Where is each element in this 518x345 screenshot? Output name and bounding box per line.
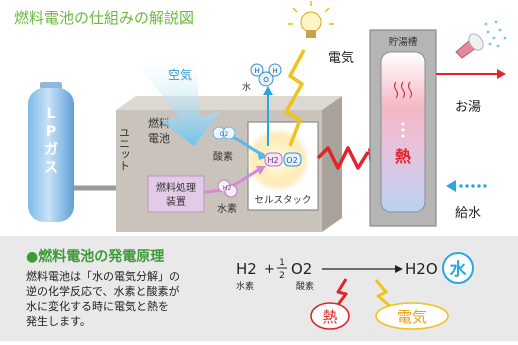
heat-badge-text: 熱 — [322, 308, 337, 326]
cell-stack-label: セルスタック — [254, 195, 311, 206]
eq-electric-zigzag — [374, 279, 391, 308]
gas-label-l: L — [47, 106, 56, 122]
o2-in-text: O2 — [220, 131, 229, 138]
hot-water-label: お湯 — [455, 100, 481, 115]
h2-molecule-in: H2 — [217, 179, 238, 198]
h2-text: H2 — [267, 156, 278, 165]
water-label: 水 — [242, 81, 251, 93]
o2-molecule: O2 — [283, 152, 302, 167]
h-right: H — [272, 67, 277, 75]
eq-frac-den: 2 — [279, 271, 285, 281]
electricity-badge-text: 電気 — [397, 308, 427, 326]
unit-label-2: 電池 — [148, 132, 170, 145]
eq-h2o: H2O — [405, 260, 438, 278]
electricity-badge — [375, 302, 449, 330]
lp-gas-cylinder: L P ガ ス — [28, 82, 74, 222]
gas-label-p: P — [46, 124, 56, 140]
h2-molecule: H2 — [264, 152, 283, 167]
equation-canvas: H2 + 1 2 O2 H2O 水素 酸素 水 熱 電気 — [236, 252, 474, 330]
description-line: 逆の化学反応で、水素と酸素が — [26, 285, 180, 298]
water-badge-text: 水 — [450, 259, 468, 280]
principle-panel: ●燃料電池の発電原理 燃料電池は「水の電気分解」の 逆の化学反応で、水素と酸素が… — [0, 236, 518, 341]
air-label: 空気 — [168, 67, 192, 82]
electricity-zigzag — [284, 49, 306, 147]
gas-label-su: ス — [44, 160, 58, 176]
oxygen-label: 酸素 — [213, 150, 233, 163]
electricity-label: 電気 — [328, 50, 354, 66]
description-line: 燃料電池は「水の電気分解」の — [26, 270, 180, 283]
gas-label-ga: ガ — [44, 142, 58, 158]
eq-plus: + — [264, 262, 275, 277]
water-badge — [442, 252, 474, 284]
water-molecule: H O H — [250, 63, 282, 87]
h-left: H — [254, 67, 259, 75]
unit-label-3: ユニット — [118, 127, 131, 171]
h2-in-text: H2 — [223, 185, 232, 192]
principle-title: ●燃料電池の発電原理 — [26, 249, 165, 265]
light-bulb-icon — [288, 1, 334, 38]
o2-molecule-in: O2 — [212, 126, 236, 140]
processor-line1: 燃料処理 — [156, 181, 196, 194]
eq-h2-label: 水素 — [236, 280, 254, 292]
hot-water-tank: 貯湯槽 熱 — [369, 29, 437, 227]
water-supply-label: 給水 — [455, 206, 481, 221]
principle-description: 燃料電池は「水の電気分解」の 逆の化学反応で、水素と酸素が 水に変化する時に電気… — [26, 269, 236, 329]
eq-o2-label: 酸素 — [296, 280, 314, 292]
processor-line2: 装置 — [166, 195, 186, 208]
o-center: O — [263, 76, 269, 84]
o2-text: O2 — [286, 156, 297, 165]
air-flow-arrow: 空気 — [134, 60, 222, 146]
heat-badge — [310, 302, 350, 330]
tank-label: 貯湯槽 — [389, 36, 418, 48]
eq-frac-num: 1 — [279, 258, 285, 268]
shower-head-icon — [455, 20, 507, 59]
heat-label: 熱 — [395, 147, 411, 166]
eq-o2: O2 — [291, 260, 312, 278]
eq-heat-zigzag — [335, 278, 348, 307]
description-line: 水に変化する時に電気と熱を — [26, 300, 169, 313]
unit-label-1: 燃料 — [148, 116, 170, 130]
description-line: 発生します。 — [26, 315, 91, 328]
fuel-processor: 燃料処理 装置 — [147, 175, 205, 213]
eq-h2: H2 — [236, 260, 257, 278]
page-title: 燃料電池の仕組みの解説図 — [14, 9, 194, 27]
hydrogen-label: 水素 — [217, 202, 237, 215]
heat-zigzag — [316, 146, 370, 170]
